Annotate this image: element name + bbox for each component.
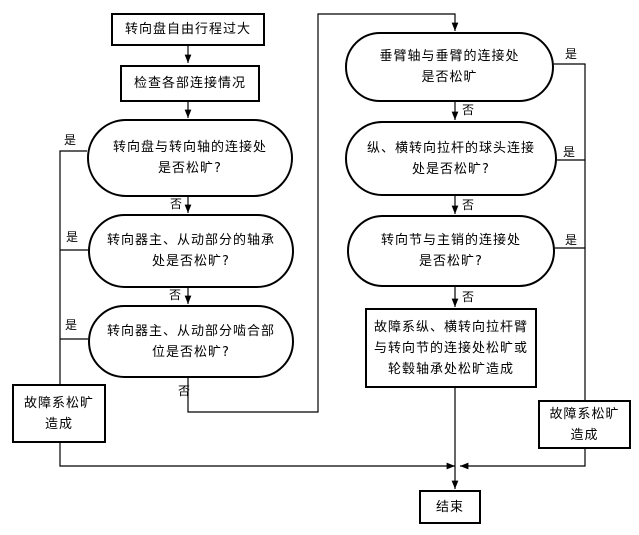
right-result-box: 故障系纵、横转向拉杆臂 与转向节的连接处松旷或 轮毂轴承处松旷造成 bbox=[365, 308, 537, 388]
yes-path-left-q1 bbox=[59, 150, 87, 384]
yes-label-left-q3: 是 bbox=[65, 318, 78, 332]
no-label-right-q3: 否 bbox=[462, 290, 475, 304]
arrow-right-fault-to-end bbox=[460, 449, 586, 470]
right-question-1: 垂臂轴与垂臂的连接处 是否松旷 bbox=[345, 32, 554, 102]
yes-label-left-q1: 是 bbox=[64, 133, 77, 147]
left-fault-text: 故障系松旷 造成 bbox=[23, 395, 94, 432]
yes-label-right-q1: 是 bbox=[565, 47, 578, 61]
right-result-text: 故障系纵、横转向拉杆臂 与转向节的连接处松旷或 轮毂轴承处松旷造成 bbox=[373, 319, 528, 377]
right-fault-box: 故障系松旷 造成 bbox=[538, 400, 631, 449]
no-label-left-q2: 否 bbox=[169, 288, 182, 302]
yes-label-right-q2: 是 bbox=[563, 145, 576, 159]
arrow-left-fault-to-end bbox=[59, 443, 455, 470]
yes-label-right-q3: 是 bbox=[565, 233, 578, 247]
left-question-2-text: 转向器主、从动部分的轴承 处是否松旷? bbox=[106, 233, 275, 269]
check-connections-text: 检查各部连接情况 bbox=[133, 76, 246, 91]
no-label-right-q2: 否 bbox=[462, 198, 475, 212]
right-question-3-text: 转向节与主销的连接处 是否松旷? bbox=[380, 233, 521, 269]
no-label-left-q3: 否 bbox=[178, 384, 191, 398]
yes-path-right-q1 bbox=[554, 63, 586, 400]
start-text: 转向盘自由行程过大 bbox=[124, 22, 251, 37]
right-question-2: 纵、横转向拉杆的球头连接 处是否松旷? bbox=[345, 121, 557, 196]
left-question-1: 转向盘与转向轴的连接处 是否松旷? bbox=[87, 119, 293, 197]
right-question-1-text: 垂臂轴与垂臂的连接处 是否松旷 bbox=[379, 49, 520, 85]
left-question-2: 转向器主、从动部分的轴承 处是否松旷? bbox=[88, 214, 294, 288]
no-label-left-q1: 否 bbox=[170, 197, 183, 211]
start-box: 转向盘自由行程过大 bbox=[111, 13, 265, 46]
left-question-3: 转向器主、从动部分啮合部 位是否松旷? bbox=[88, 305, 294, 378]
arrow-left-q3-to-right-q1 bbox=[187, 13, 459, 413]
left-question-3-text: 转向器主、从动部分啮合部 位是否松旷? bbox=[106, 323, 275, 360]
yes-label-left-q2: 是 bbox=[66, 230, 79, 244]
left-question-1-text: 转向盘与转向轴的连接处 是否松旷? bbox=[112, 140, 267, 176]
check-connections-box: 检查各部连接情况 bbox=[120, 65, 260, 102]
end-box: 结束 bbox=[419, 490, 481, 524]
right-fault-text: 故障系松旷 造成 bbox=[549, 406, 620, 443]
right-question-2-text: 纵、横转向拉杆的球头连接 处是否松旷? bbox=[366, 140, 535, 177]
end-text: 结束 bbox=[435, 499, 464, 515]
left-fault-box: 故障系松旷 造成 bbox=[12, 384, 106, 443]
no-label-right-q1: 否 bbox=[462, 103, 475, 117]
right-question-3: 转向节与主销的连接处 是否松旷? bbox=[347, 215, 555, 287]
